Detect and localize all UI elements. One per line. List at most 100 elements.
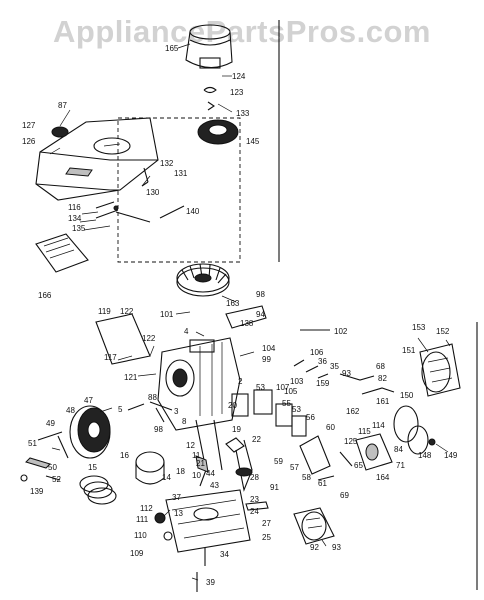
label-39: 39 [206, 578, 215, 587]
label-124: 124 [232, 72, 246, 81]
muffler-guard [293, 507, 335, 545]
label-105: 105 [284, 387, 298, 396]
label-116: 116 [68, 203, 81, 212]
label-88: 88 [148, 393, 157, 402]
wrist-pin-spring [127, 401, 173, 423]
label-36: 36 [318, 357, 327, 366]
label-122b: 122 [142, 334, 156, 343]
label-106: 106 [310, 348, 324, 357]
carburetor-body [339, 433, 393, 471]
label-98b: 98 [154, 425, 163, 434]
label-99: 99 [262, 355, 271, 364]
label-165: 165 [165, 44, 179, 53]
governor-linkage [339, 373, 395, 395]
label-93b: 93 [332, 543, 341, 552]
label-69: 69 [340, 491, 349, 500]
assembly-outline [117, 117, 241, 263]
label-145: 145 [246, 137, 260, 146]
engine-block [157, 337, 241, 431]
label-131: 131 [174, 169, 188, 178]
label-84: 84 [394, 445, 403, 454]
label-153: 153 [412, 323, 426, 332]
label-58: 58 [302, 473, 311, 482]
label-112: 112 [140, 504, 153, 513]
label-123: 123 [230, 88, 244, 97]
label-52: 52 [52, 475, 61, 484]
label-53b: 53 [292, 405, 301, 414]
starter-pulley [69, 405, 111, 459]
label-138: 138 [240, 319, 254, 328]
label-50: 50 [48, 463, 57, 472]
label-60: 60 [326, 423, 335, 432]
label-102: 102 [334, 327, 348, 336]
label-150: 150 [400, 391, 414, 400]
label-5: 5 [118, 405, 123, 414]
label-149: 149 [444, 451, 458, 460]
label-127: 127 [22, 121, 36, 130]
label-98: 98 [256, 290, 265, 299]
rod-cap [195, 455, 209, 473]
label-126: 126 [22, 137, 36, 146]
label-104: 104 [262, 344, 276, 353]
label-55: 55 [282, 399, 291, 408]
gasket [245, 501, 269, 511]
label-21: 21 [196, 459, 205, 468]
label-130: 130 [146, 188, 160, 197]
label-13: 13 [174, 509, 183, 518]
label-27: 27 [262, 519, 271, 528]
label-134: 134 [68, 214, 82, 223]
filter-element [197, 119, 239, 145]
label-2: 2 [238, 377, 243, 386]
label-163: 163 [226, 299, 240, 308]
label-11: 11 [192, 451, 201, 460]
throttle-bracket [299, 435, 335, 481]
piston [135, 451, 165, 485]
label-148: 148 [418, 451, 432, 460]
label-139: 139 [30, 487, 44, 496]
label-23: 23 [250, 495, 259, 504]
label-110: 110 [134, 531, 147, 540]
muffler [419, 343, 461, 397]
label-57: 57 [290, 463, 299, 472]
label-22: 22 [252, 435, 261, 444]
crankcase-cover [154, 489, 251, 553]
starter-cup [393, 405, 436, 455]
label-152: 152 [436, 327, 450, 336]
air-filter-housing [185, 24, 233, 69]
label-19: 19 [232, 425, 241, 434]
part-number-labels: 165 124 123 133 145 87 127 126 132 131 1… [22, 44, 458, 587]
label-94: 94 [256, 310, 265, 319]
label-65: 65 [354, 461, 363, 470]
label-59: 59 [274, 457, 283, 466]
label-10: 10 [192, 471, 201, 480]
label-107: 107 [276, 383, 290, 392]
label-111: 111 [136, 515, 149, 524]
label-87: 87 [58, 101, 67, 110]
label-3: 3 [174, 407, 179, 416]
fuel-line [141, 167, 149, 187]
label-91: 91 [270, 483, 279, 492]
small-fasteners-top [203, 75, 233, 113]
label-132: 132 [160, 159, 174, 168]
label-117: 117 [104, 353, 117, 362]
label-37: 37 [172, 493, 181, 502]
owner-manual [35, 233, 89, 273]
label-44: 44 [206, 469, 215, 478]
label-164: 164 [376, 473, 390, 482]
piston-rings [79, 475, 117, 505]
label-109: 109 [130, 549, 144, 558]
label-14: 14 [162, 473, 171, 482]
label-101: 101 [160, 310, 174, 319]
label-68: 68 [376, 362, 385, 371]
label-93: 93 [342, 369, 351, 378]
label-49: 49 [46, 419, 55, 428]
label-125: 125 [344, 437, 358, 446]
label-48: 48 [66, 406, 75, 415]
label-122a: 122 [120, 307, 134, 316]
label-35: 35 [330, 362, 339, 371]
fuel-tank [35, 117, 159, 201]
label-103: 103 [290, 377, 304, 386]
label-56: 56 [306, 413, 315, 422]
label-16: 16 [120, 451, 129, 460]
